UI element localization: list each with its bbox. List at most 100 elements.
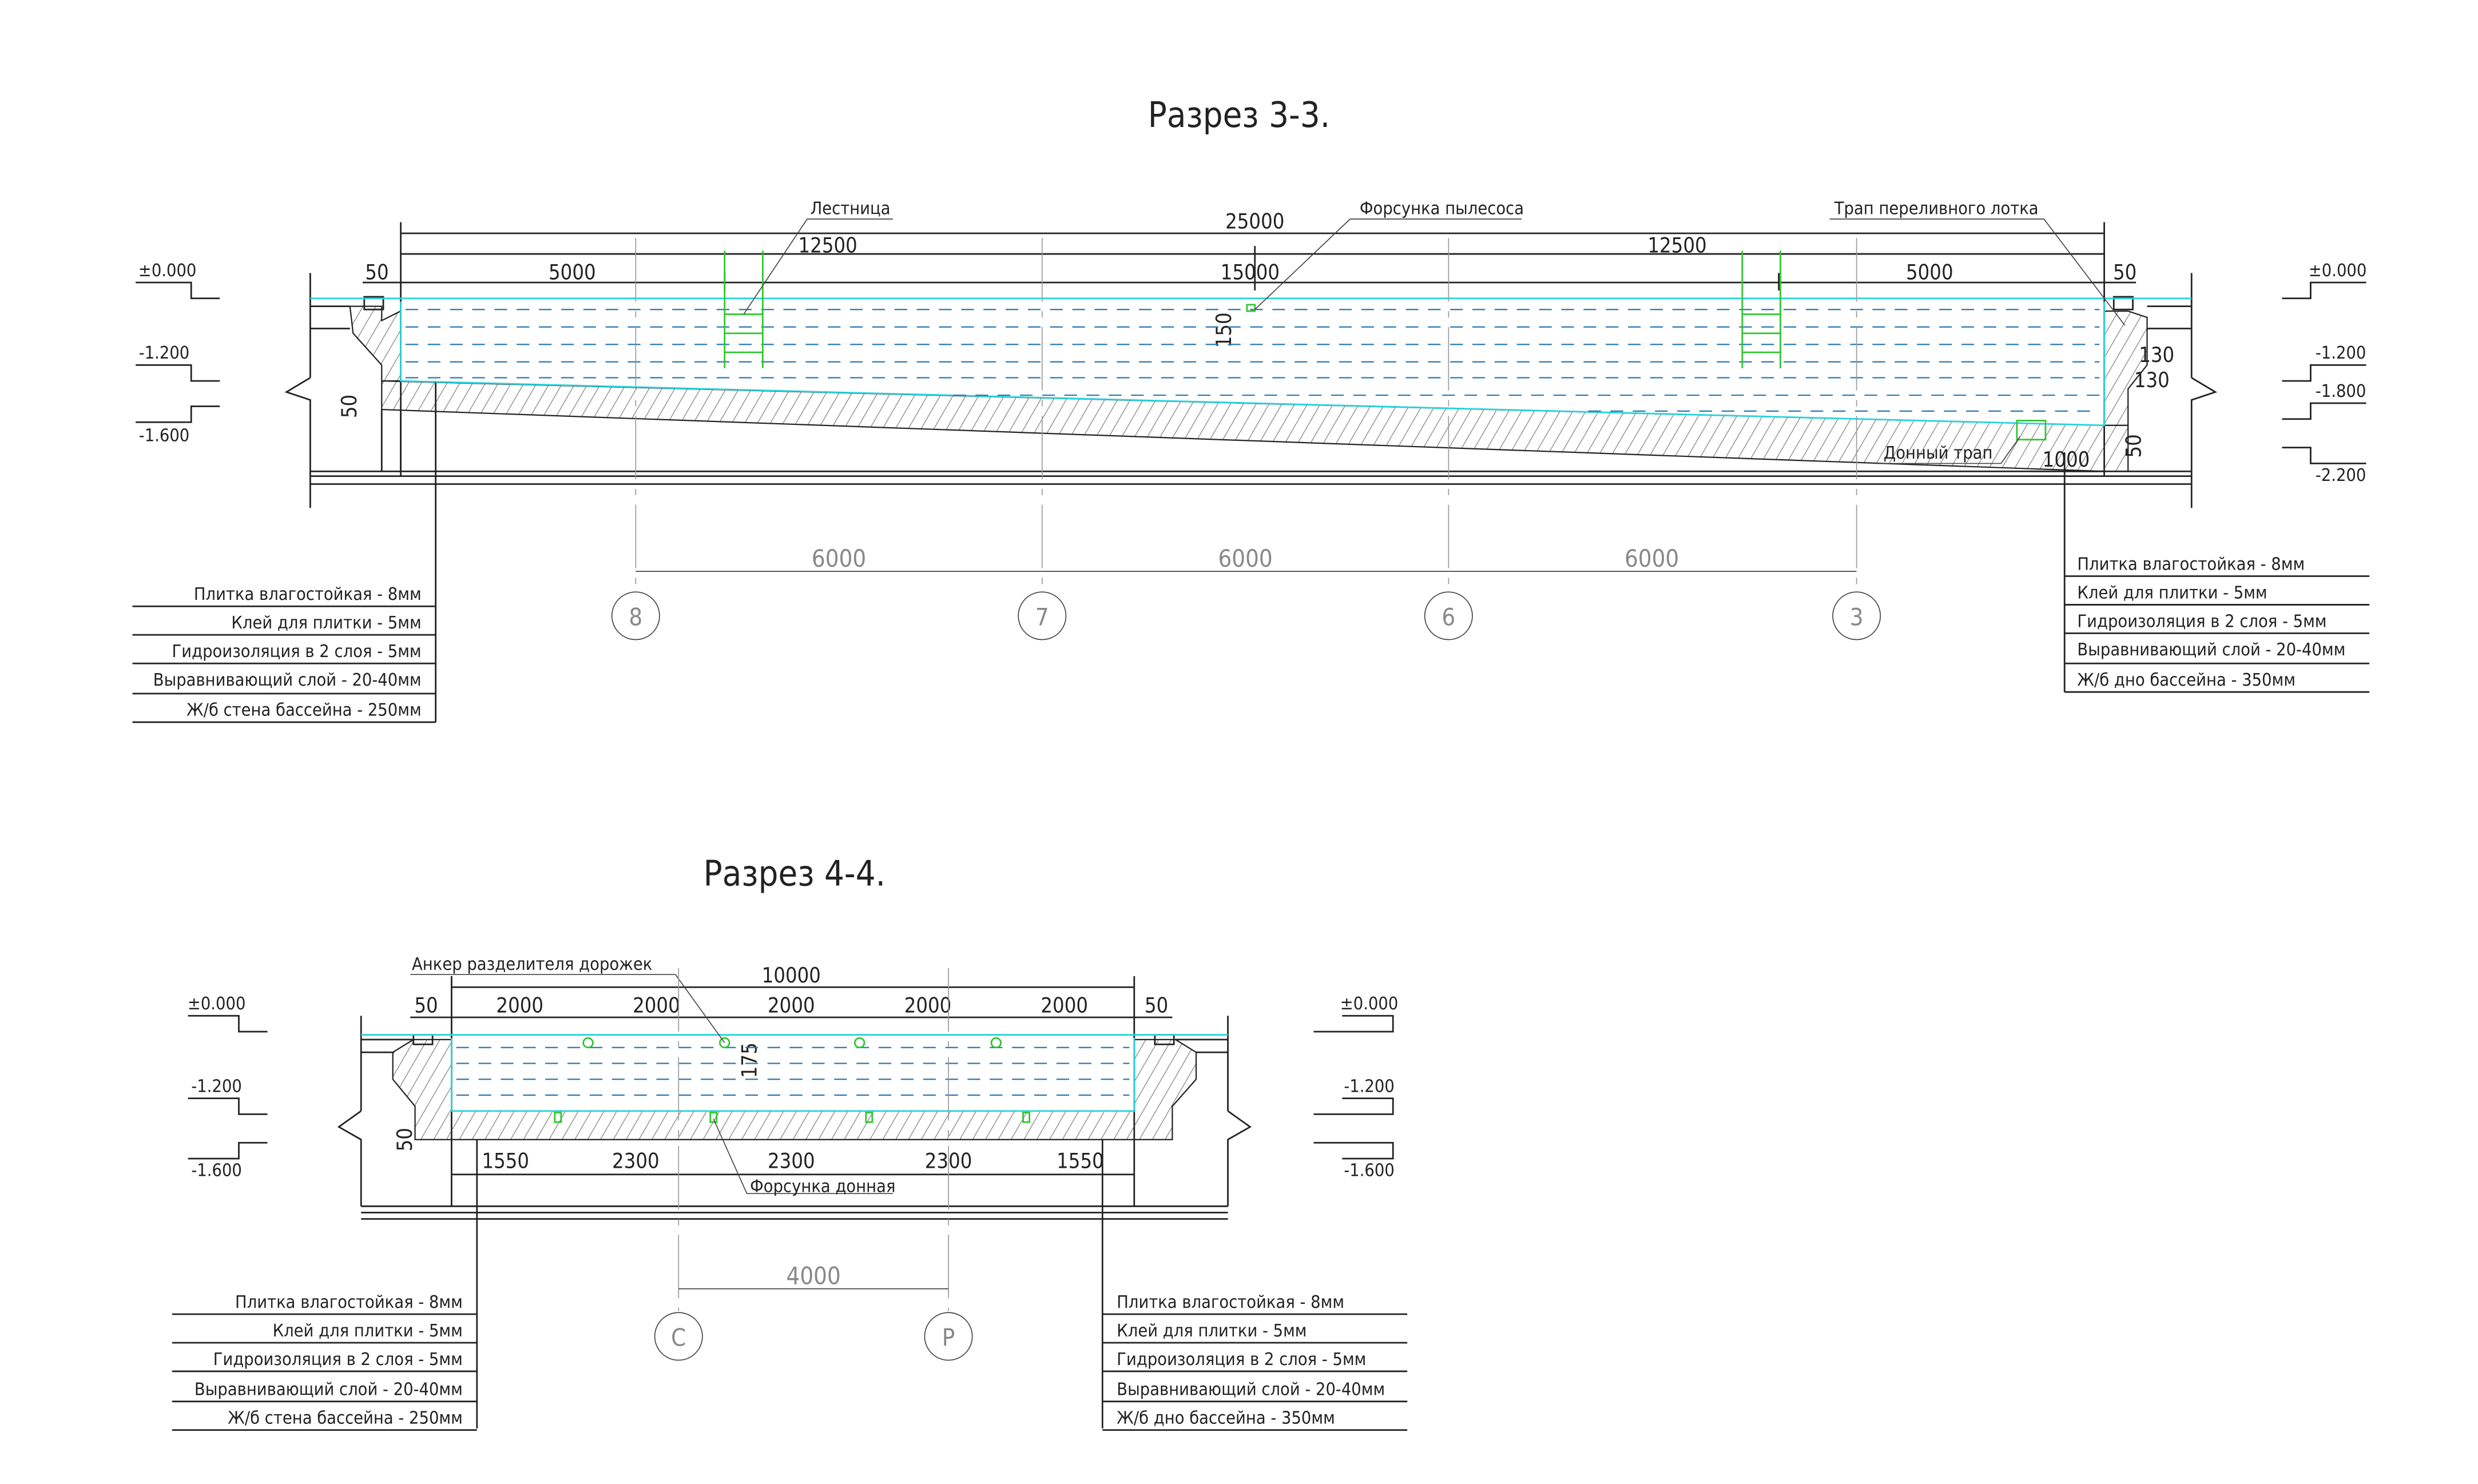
legend-item: Плитка влагостойкая - 8мм — [1117, 1292, 1344, 1312]
section-3-3: Разрез 3-3. 25000 12500 12500 50 5000 15… — [132, 95, 2370, 723]
lane-anchors — [582, 1037, 1002, 1049]
levels-left: ±0.000 -1.200 -1.600 — [136, 261, 220, 446]
levels-right: ±0.000 -1.200 -1.600 — [1313, 994, 1398, 1181]
dim-drain: 1000 — [2043, 448, 2090, 472]
leaders — [743, 218, 2126, 464]
legend-item: Клей для плитки - 5мм — [231, 613, 421, 633]
label-vacuum-nozzle: Форсунка пылесоса — [1360, 199, 1524, 219]
dimension-lines — [410, 976, 1173, 1207]
legend-item: Выравнивающий слой - 20-40мм — [194, 1380, 463, 1400]
legend-item: Гидроизоляция в 2 слоя - 5мм — [2077, 611, 2326, 631]
dim-bottom: 2300 — [612, 1149, 660, 1173]
label-bottom-drain: Донный трап — [1884, 443, 1993, 463]
legend-item: Плитка влагостойкая - 8мм — [2077, 554, 2305, 574]
dim-total: 10000 — [762, 964, 821, 988]
axis-label: 3 — [1850, 603, 1864, 631]
level-mark: -1.600 — [191, 1161, 241, 1181]
pool-structure — [284, 273, 2218, 722]
grid-axes — [611, 238, 1881, 640]
bottom-nozzles — [554, 1112, 1031, 1123]
axis-label: 8 — [629, 603, 642, 631]
dim-left: 5000 — [549, 260, 596, 284]
dim-slab: 50 — [393, 1128, 417, 1151]
dim-total: 25000 — [1225, 210, 1284, 234]
dim-slab-right: 50 — [2122, 434, 2146, 457]
level-mark: -1.600 — [139, 426, 189, 446]
anchor-icon — [719, 1037, 730, 1049]
level-mark: -1.200 — [1344, 1076, 1394, 1096]
nozzle-icon — [1022, 1112, 1031, 1123]
dim-edge-right: 50 — [1145, 994, 1168, 1018]
ladder-right — [1741, 250, 1781, 368]
legend-item: Гидроизоляция в 2 слоя - 5мм — [1117, 1350, 1366, 1370]
dim-wall-a: 130 — [2139, 343, 2174, 367]
levels-right: ±0.000 -1.200 -1.800 -2.200 — [2282, 261, 2366, 486]
nozzle-icon — [865, 1112, 873, 1123]
level-mark: -1.600 — [1344, 1161, 1394, 1181]
legend-item: Гидроизоляция в 2 слоя - 5мм — [172, 642, 422, 662]
grid-spacing: 6000 — [1218, 544, 1272, 572]
level-mark: -1.200 — [191, 1076, 241, 1096]
dim-lane: 2000 — [904, 994, 952, 1018]
dim-right: 5000 — [1906, 260, 1953, 284]
grid-spacing: 6000 — [812, 544, 866, 572]
axis-label: Р — [942, 1324, 955, 1352]
layers-legend-right: Плитка влагостойкая - 8мм Клей для плитк… — [2064, 554, 2370, 693]
layers-legend-right: Плитка влагостойкая - 8мм Клей для плитк… — [1102, 1292, 1408, 1431]
dim-bottom: 2300 — [768, 1149, 815, 1173]
legend-item: Ж/б стена бассейна - 250мм — [186, 701, 422, 721]
dim-edge-left: 50 — [365, 260, 388, 284]
grid-spacing: 6000 — [1625, 544, 1679, 572]
section-title: Разрез 3-3. — [1148, 95, 1330, 136]
level-mark: ±0.000 — [138, 261, 197, 281]
dim-lane: 2000 — [496, 994, 543, 1018]
dim-half-left: 12500 — [799, 233, 857, 257]
dim-lane: 2000 — [768, 994, 815, 1018]
dim-slab-left: 50 — [337, 395, 362, 418]
axis-label: 6 — [1441, 603, 1455, 631]
label-bottom-nozzle: Форсунка донная — [750, 1176, 895, 1196]
water — [310, 297, 2192, 427]
legend-item: Выравнивающий слой - 20-40мм — [2077, 640, 2345, 660]
level-mark: -1.200 — [2316, 343, 2366, 363]
anchor-icon — [990, 1037, 1002, 1049]
grid-axes — [654, 968, 973, 1361]
level-mark: ±0.000 — [188, 994, 246, 1014]
dim-edge-right: 50 — [2113, 260, 2137, 284]
grid-spacing: 4000 — [787, 1262, 841, 1290]
section-title: Разрез 4-4. — [704, 854, 885, 894]
layers-legend-left: Плитка влагостойкая - 8мм Клей для плитк… — [132, 584, 436, 723]
legend-item: Ж/б дно бассейна - 350мм — [2077, 670, 2296, 690]
legend-item: Ж/б стена бассейна - 250мм — [228, 1409, 463, 1429]
section-4-4: Разрез 4-4. 10000 50 2000 2000 2000 2000… — [172, 854, 1408, 1431]
dim-anchor-depth: 175 — [737, 1043, 761, 1078]
dim-bottom: 1550 — [1057, 1149, 1104, 1173]
label-ladder: Лестница — [811, 199, 891, 219]
anchor-icon — [582, 1037, 594, 1049]
axis-label: 7 — [1035, 603, 1049, 631]
vacuum-nozzle-icon — [1246, 304, 1256, 312]
ladder-left — [724, 250, 764, 368]
legend-item: Выравнивающий слой - 20-40мм — [153, 670, 422, 690]
dim-bottom: 1550 — [482, 1149, 529, 1173]
legend-item: Клей для плитки - 5мм — [1117, 1321, 1306, 1341]
nozzle-icon — [709, 1112, 718, 1123]
level-mark: ±0.000 — [2309, 261, 2367, 281]
label-overflow-drain: Трап переливного лотка — [1834, 199, 2039, 219]
dim-vac-depth: 150 — [1212, 312, 1236, 348]
nozzle-icon — [554, 1112, 562, 1123]
dim-lane: 2000 — [1041, 994, 1088, 1018]
level-mark: -2.200 — [2316, 466, 2366, 486]
dim-wall-b: 130 — [2134, 368, 2170, 392]
legend-item: Ж/б дно бассейна - 350мм — [1117, 1409, 1335, 1429]
level-mark: -1.200 — [139, 343, 189, 363]
legend-item: Клей для плитки - 5мм — [2077, 583, 2267, 603]
legend-item: Плитка влагостойкая - 8мм — [235, 1292, 463, 1312]
dim-middle: 15000 — [1221, 260, 1280, 284]
axis-label: С — [671, 1324, 686, 1352]
dim-half-right: 12500 — [1647, 233, 1706, 257]
dim-lane: 2000 — [633, 994, 680, 1018]
layers-legend-left: Плитка влагостойкая - 8мм Клей для плитк… — [172, 1292, 477, 1431]
anchor-icon — [853, 1037, 865, 1049]
